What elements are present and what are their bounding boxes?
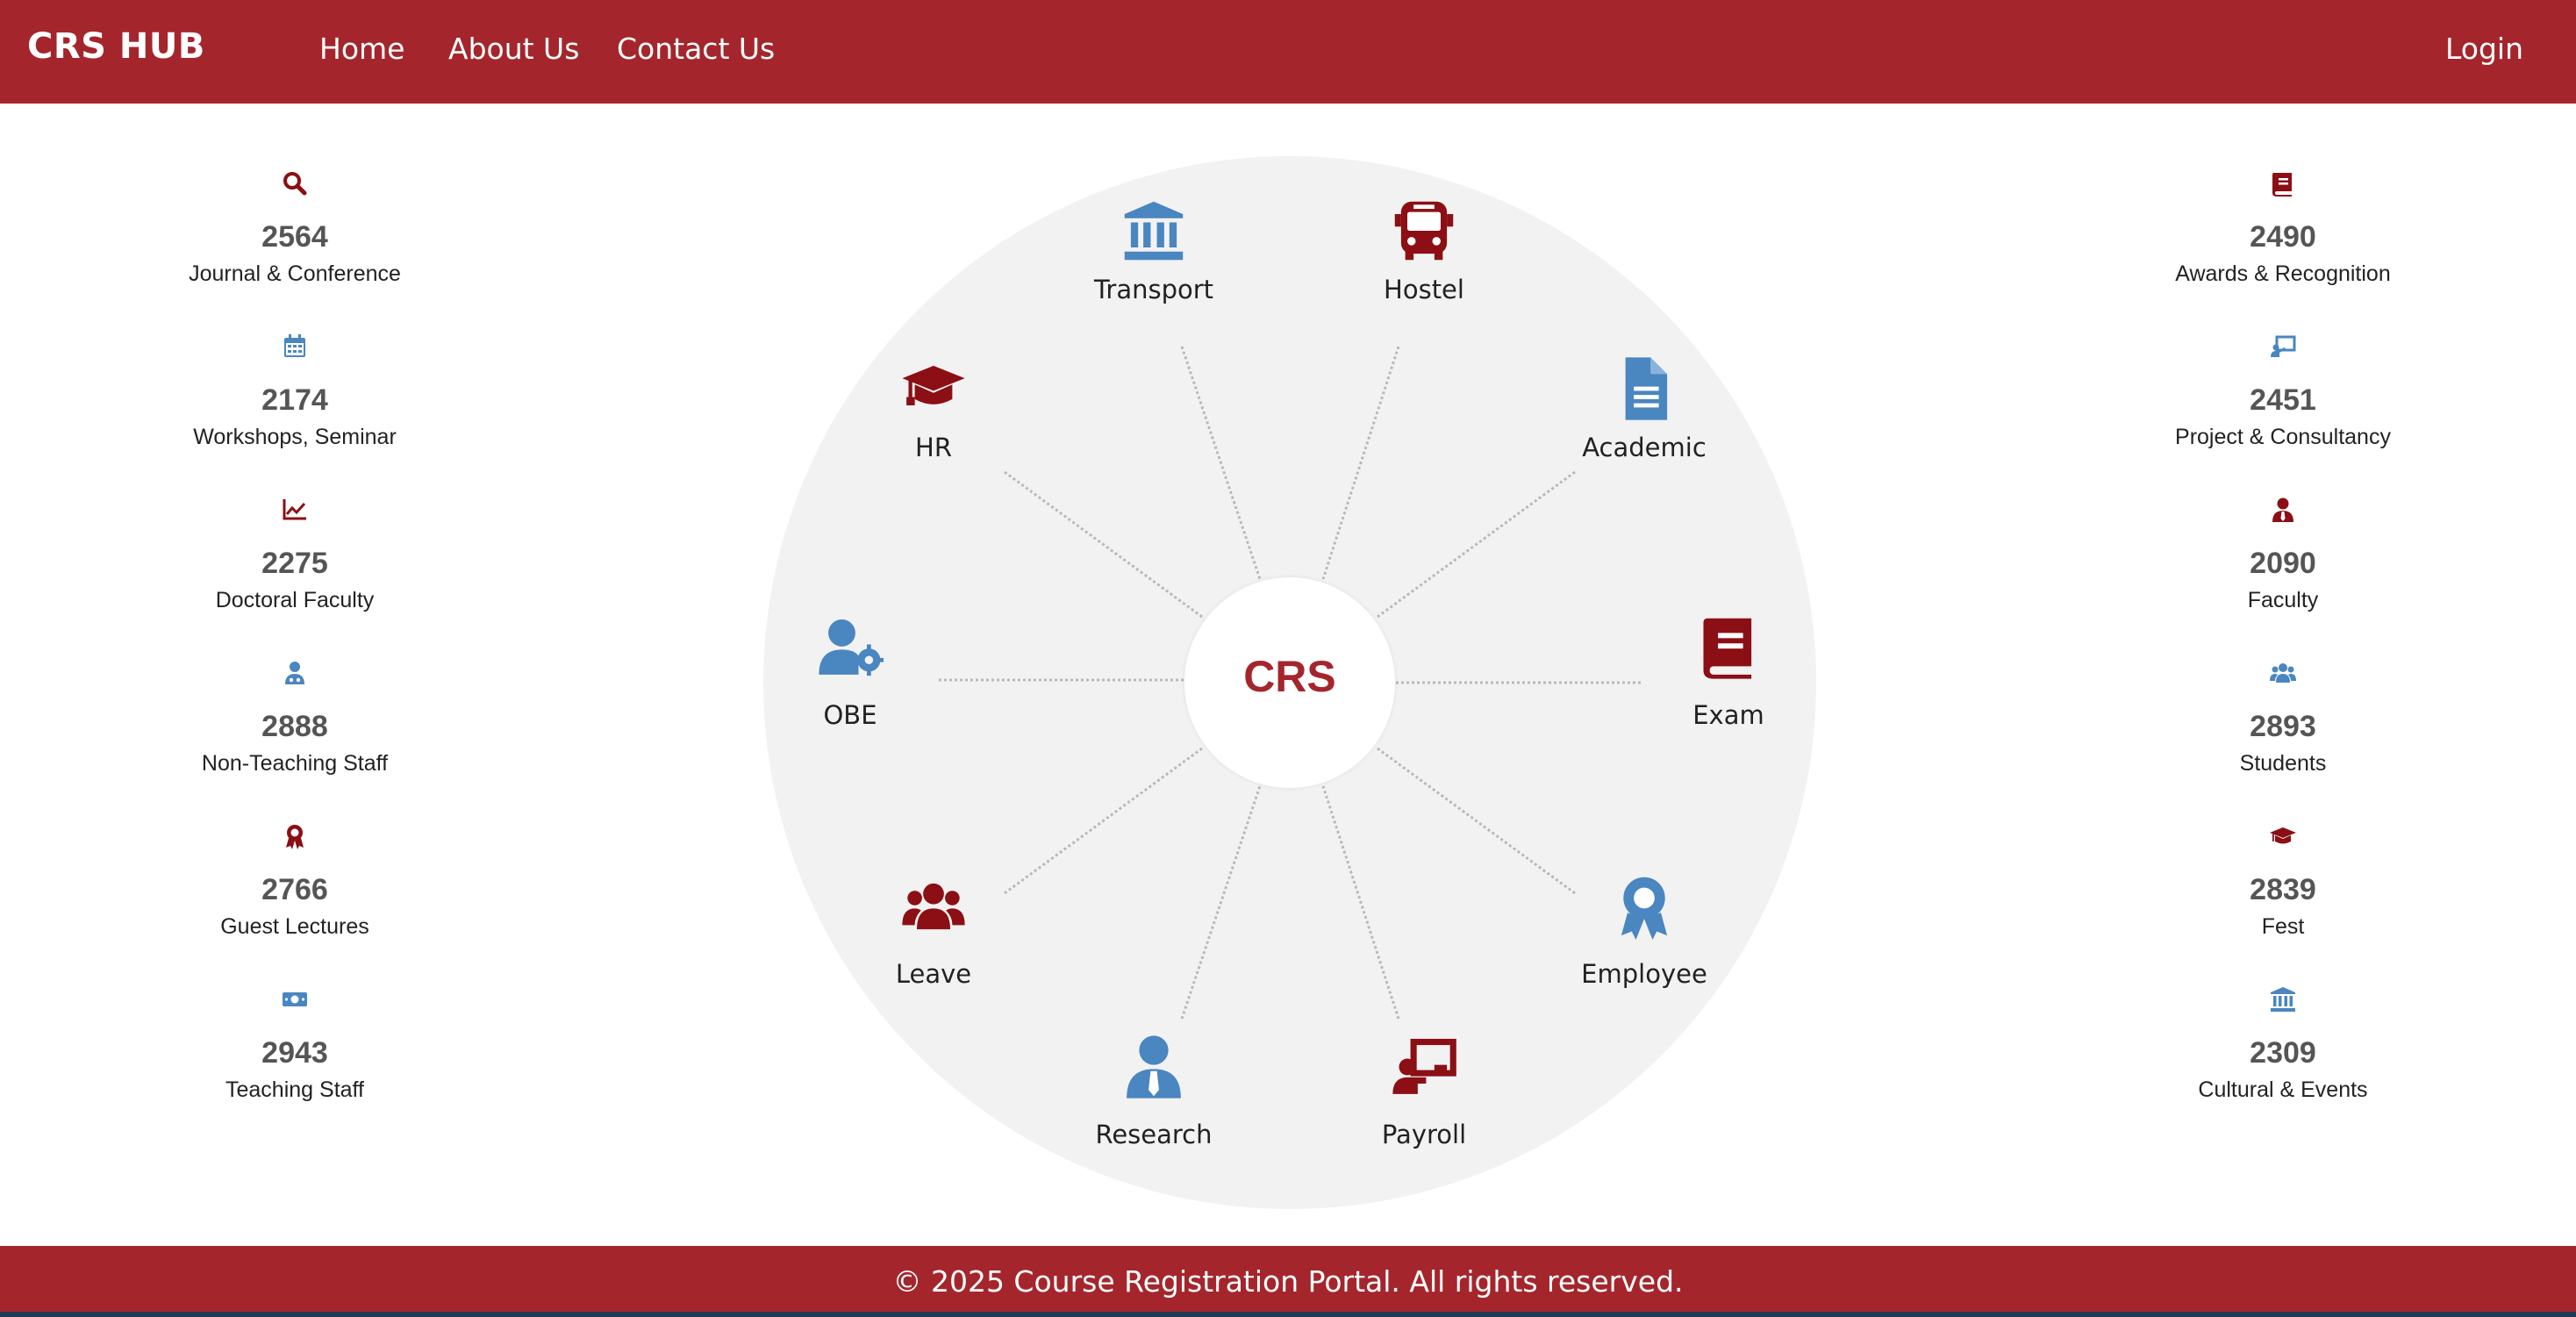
stat-journal-conference: 2564 Journal & Conference bbox=[137, 169, 453, 287]
user-tie-icon bbox=[1127, 1035, 1181, 1099]
stat-value: 2490 bbox=[2250, 220, 2316, 254]
module-employee[interactable]: Employee bbox=[1539, 873, 1750, 989]
stat-label: Doctoral Faculty bbox=[215, 588, 375, 612]
module-academic[interactable]: Academic bbox=[1539, 355, 1750, 462]
stat-cultural-events: 2309 Cultural & Events bbox=[2125, 985, 2441, 1103]
wheel-spokes bbox=[939, 346, 1641, 1020]
chalkboard-icon bbox=[2271, 335, 2296, 357]
stat-label: Awards & Recognition bbox=[2175, 261, 2391, 286]
top-navbar: CRS HUB Home About Us Contact Us Login bbox=[0, 0, 2576, 104]
module-obe[interactable]: OBE bbox=[745, 614, 955, 730]
stat-label: Non-Teaching Staff bbox=[201, 751, 389, 776]
stat-value: 2275 bbox=[261, 547, 328, 580]
copyright-text: © 2025 Course Registration Portal. All r… bbox=[892, 1264, 1684, 1299]
stat-faculty: 2090 Faculty bbox=[2125, 496, 2441, 613]
stat-value: 2839 bbox=[2250, 873, 2316, 906]
module-label: Payroll bbox=[1381, 1120, 1467, 1149]
stat-value: 2309 bbox=[2250, 1036, 2316, 1070]
stat-label: Students bbox=[2239, 751, 2327, 776]
graduation-cap-icon bbox=[2270, 827, 2296, 844]
money-bill-icon bbox=[283, 992, 307, 1006]
stat-value: 2174 bbox=[261, 383, 328, 417]
nav-contact-us[interactable]: Contact Us bbox=[617, 32, 776, 66]
stat-label: Guest Lectures bbox=[220, 914, 369, 939]
book-icon bbox=[2272, 173, 2292, 197]
brand-logo[interactable]: CRS HUB bbox=[27, 26, 205, 67]
module-label: Research bbox=[1095, 1120, 1213, 1149]
user-gear-icon bbox=[819, 619, 884, 676]
institution-icon bbox=[1124, 201, 1184, 261]
award-icon bbox=[286, 825, 304, 849]
stat-guest-lectures: 2766 Guest Lectures bbox=[137, 822, 453, 940]
search-icon bbox=[283, 172, 307, 196]
stat-awards-recognition: 2490 Awards & Recognition bbox=[2125, 169, 2441, 287]
chart-line-icon bbox=[283, 499, 306, 520]
stat-value: 2564 bbox=[261, 220, 328, 254]
user-doctor-icon bbox=[285, 662, 304, 684]
module-payroll[interactable]: Payroll bbox=[1319, 1034, 1529, 1149]
footer: © 2025 Course Registration Portal. All r… bbox=[0, 1246, 2576, 1317]
module-label: Leave bbox=[895, 959, 972, 989]
module-label: Hostel bbox=[1384, 275, 1464, 304]
module-transport[interactable]: Transport bbox=[1048, 197, 1259, 304]
module-label: Exam bbox=[1692, 700, 1764, 730]
stat-value: 2893 bbox=[2250, 710, 2316, 743]
stat-value: 2766 bbox=[261, 873, 328, 906]
bus-icon bbox=[1394, 201, 1454, 261]
login-link[interactable]: Login bbox=[2444, 32, 2523, 66]
module-label: HR bbox=[915, 433, 952, 462]
users-icon bbox=[2270, 663, 2296, 683]
book-icon bbox=[1703, 618, 1752, 679]
users-icon bbox=[902, 883, 965, 930]
module-label: Employee bbox=[1581, 959, 1707, 989]
stat-label: Journal & Conference bbox=[189, 261, 401, 286]
institution-icon bbox=[2271, 987, 2295, 1012]
user-tie-icon bbox=[2272, 497, 2293, 522]
calendar-icon bbox=[284, 334, 305, 357]
stat-workshops-seminar: 2174 Workshops, Seminar bbox=[137, 333, 453, 450]
file-icon bbox=[1625, 357, 1668, 420]
chalkboard-teacher-icon bbox=[1392, 1038, 1456, 1094]
stat-value: 2943 bbox=[261, 1036, 328, 1070]
module-exam[interactable]: Exam bbox=[1623, 614, 1834, 730]
nav-about-us[interactable]: About Us bbox=[448, 32, 580, 66]
stat-non-teaching-staff: 2888 Non-Teaching Staff bbox=[137, 659, 453, 777]
stat-teaching-staff: 2943 Teaching Staff bbox=[137, 985, 453, 1103]
stat-project-consultancy: 2451 Project & Consultancy bbox=[2125, 333, 2441, 450]
stat-value: 2888 bbox=[261, 710, 328, 743]
module-label: OBE bbox=[823, 700, 877, 730]
stat-label: Project & Consultancy bbox=[2175, 425, 2391, 449]
stat-label: Workshops, Seminar bbox=[193, 425, 397, 449]
stat-value: 2451 bbox=[2250, 383, 2316, 417]
hub-label: CRS bbox=[1243, 652, 1336, 701]
stat-label: Cultural & Events bbox=[2198, 1077, 2368, 1102]
module-label: Academic bbox=[1582, 433, 1707, 462]
stat-label: Teaching Staff bbox=[225, 1077, 364, 1102]
stat-fest: 2839 Fest bbox=[2125, 822, 2441, 940]
award-icon bbox=[1621, 877, 1668, 940]
stat-label: Faculty bbox=[2247, 588, 2319, 612]
stat-students: 2893 Students bbox=[2125, 659, 2441, 777]
module-label: Transport bbox=[1093, 275, 1214, 304]
stat-label: Fest bbox=[2261, 914, 2305, 939]
module-leave[interactable]: Leave bbox=[828, 873, 1039, 989]
crs-hub-center[interactable]: CRS bbox=[1184, 577, 1395, 788]
graduation-cap-icon bbox=[902, 365, 965, 405]
footer-edge bbox=[0, 1312, 2576, 1317]
stat-doctoral-faculty: 2275 Doctoral Faculty bbox=[137, 496, 453, 613]
module-hostel[interactable]: Hostel bbox=[1319, 197, 1529, 304]
module-hr[interactable]: HR bbox=[828, 355, 1039, 462]
stat-value: 2090 bbox=[2250, 547, 2316, 580]
module-research[interactable]: Research bbox=[1048, 1034, 1259, 1149]
nav-home[interactable]: Home bbox=[319, 32, 405, 66]
